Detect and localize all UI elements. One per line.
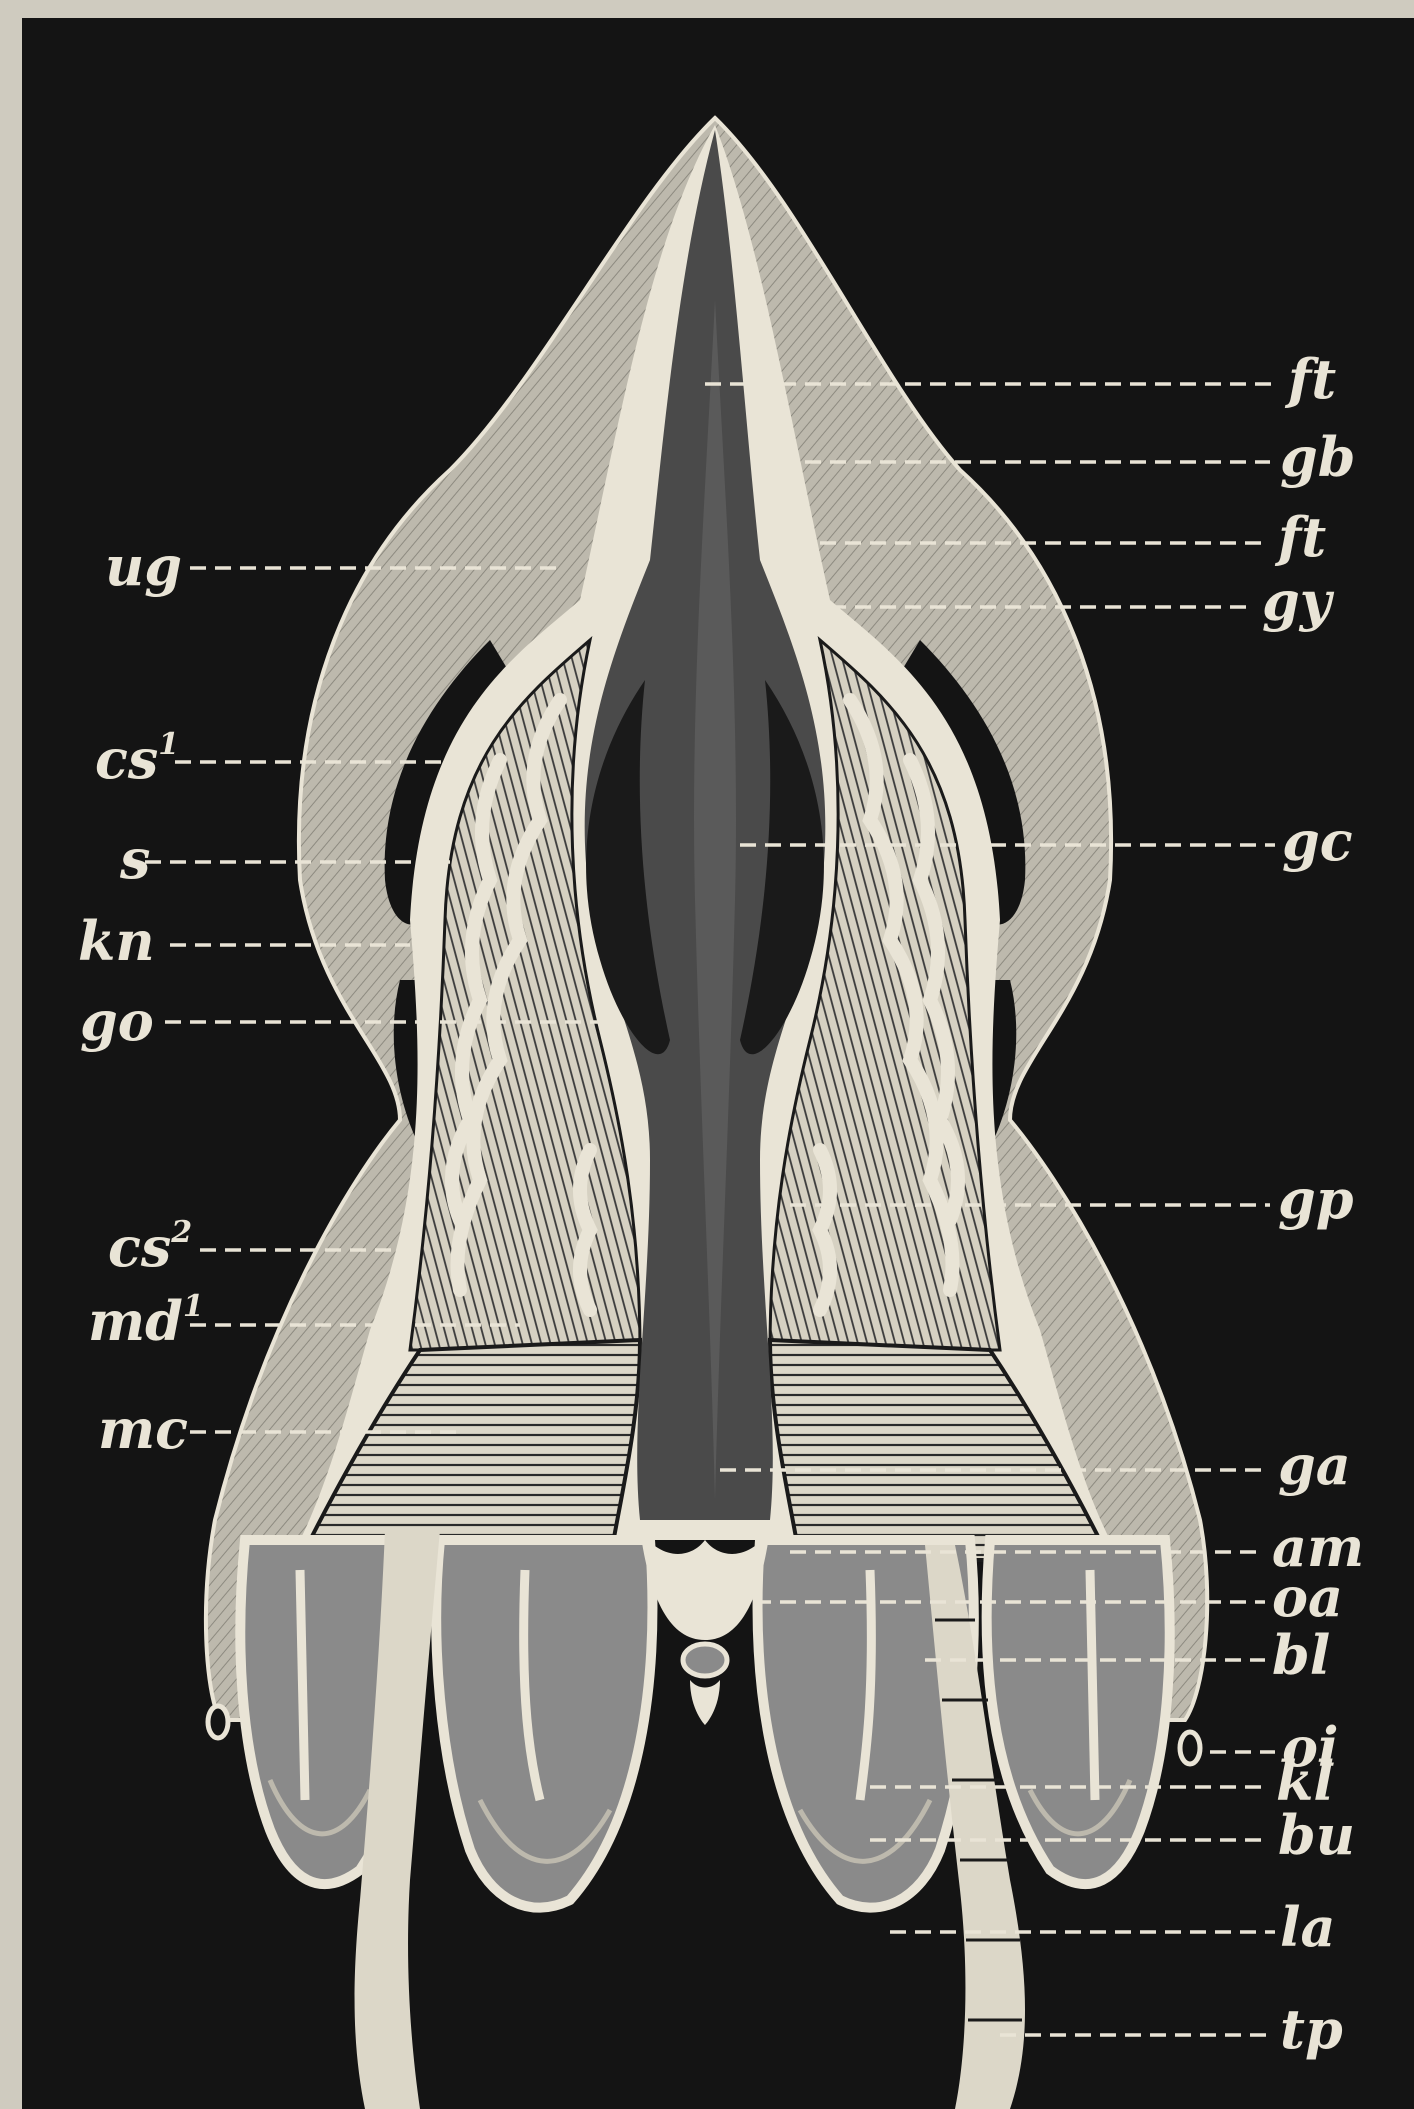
label-ft-1: ft (1284, 347, 1336, 411)
label-s: s (119, 827, 150, 891)
label-bl: bl (1272, 1623, 1330, 1687)
label-ft-2: ft (1274, 505, 1326, 569)
label-mc: mc (98, 1397, 188, 1461)
label-kn: kn (78, 909, 155, 973)
label-ga: ga (1278, 1433, 1351, 1497)
label-tp: tp (1280, 1997, 1343, 2061)
label-la: la (1280, 1895, 1336, 1959)
label-go: go (80, 989, 154, 1053)
left-marginal-organ (208, 1706, 228, 1738)
label-gb: gb (1280, 425, 1356, 489)
label-gc: gc (1282, 809, 1353, 873)
label-ug: ug (105, 534, 182, 598)
right-marginal-organ (1180, 1732, 1200, 1764)
label-gy: gy (1262, 569, 1335, 633)
label-gp: gp (1278, 1167, 1354, 1231)
manubrium-ring (683, 1644, 727, 1676)
label-bu: bu (1278, 1803, 1355, 1867)
label-oa: oa (1272, 1565, 1343, 1629)
